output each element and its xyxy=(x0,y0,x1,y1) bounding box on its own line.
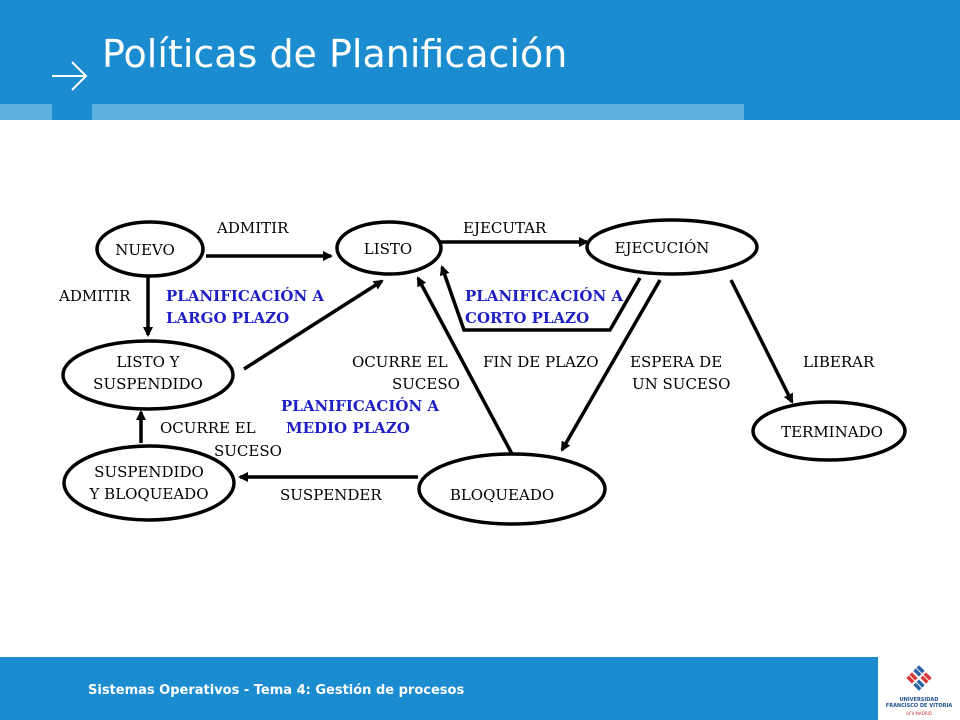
label-ocurre-suceso-left-2: SUCESO xyxy=(214,442,282,460)
state-listo: LISTO xyxy=(335,220,443,276)
ufv-logo-icon xyxy=(906,665,932,691)
state-listo-suspendido: LISTO Y SUSPENDIDO xyxy=(61,339,235,411)
state-suspendido-bloqueado-label-2: Y BLOQUEADO xyxy=(89,485,209,503)
label-ocurre-suceso-mid-2: SUCESO xyxy=(392,375,460,393)
state-listo-label: LISTO xyxy=(364,240,412,258)
header-accent-line-right xyxy=(92,104,744,120)
arrow-ejecucion-to-listo-fin-plazo xyxy=(439,265,642,332)
policy-medio-plazo-1: PLANIFICACIÓN A xyxy=(281,397,439,415)
label-ejecutar: EJECUTAR xyxy=(463,219,547,237)
state-bloqueado-label: BLOQUEADO xyxy=(450,486,554,504)
label-liberar: LIBERAR xyxy=(803,353,875,371)
label-suspender: SUSPENDER xyxy=(280,486,382,504)
university-logo: UNIVERSIDAD FRANCISCO DE VITORIA UFV MAD… xyxy=(878,657,960,720)
label-ocurre-suceso-mid-1: OCURRE EL xyxy=(352,353,448,371)
arrow-ejecucion-to-terminado xyxy=(729,279,794,404)
label-admitir-left: ADMITIR xyxy=(58,287,131,305)
state-nuevo: NUEVO xyxy=(95,220,205,278)
label-fin-de-plazo: FIN DE PLAZO xyxy=(483,353,599,371)
state-nuevo-label: NUEVO xyxy=(115,241,175,259)
policy-labels: PLANIFICACIÓN A LARGO PLAZO PLANIFICACIÓ… xyxy=(166,287,623,437)
policy-largo-plazo-2: LARGO PLAZO xyxy=(166,309,289,327)
arrow-right-icon xyxy=(52,61,88,91)
footer-text: Sistemas Operativos - Tema 4: Gestión de… xyxy=(88,683,465,698)
logo-name: UNIVERSIDAD FRANCISCO DE VITORIA xyxy=(885,697,953,709)
policy-corto-plazo-1: PLANIFICACIÓN A xyxy=(465,287,623,305)
label-espera-suceso-2: UN SUCESO xyxy=(632,375,730,393)
arrow-ejecucion-to-bloqueado xyxy=(560,279,662,452)
state-listo-suspendido-label-1: LISTO Y xyxy=(116,353,180,371)
footer-bar: Sistemas Operativos - Tema 4: Gestión de… xyxy=(0,657,960,720)
arrow-bloqueado-to-listo xyxy=(416,276,514,455)
header-bar: Políticas de Planificación xyxy=(0,0,960,120)
slide-content xyxy=(0,120,960,657)
state-terminado: TERMINADO xyxy=(751,400,907,462)
state-suspendido-bloqueado-label-1: SUSPENDIDO xyxy=(94,463,204,481)
policy-corto-plazo-2: CORTO PLAZO xyxy=(465,309,589,327)
logo-tagline: UFV MADRID xyxy=(906,711,932,716)
state-ejecucion-label: EJECUCIÓN xyxy=(615,239,710,257)
state-terminado-label: TERMINADO xyxy=(781,423,883,441)
label-admitir-top: ADMITIR xyxy=(216,219,289,237)
policy-medio-plazo-2: MEDIO PLAZO xyxy=(286,419,410,437)
page-title: Políticas de Planificación xyxy=(102,32,568,76)
policy-largo-plazo-1: PLANIFICACIÓN A xyxy=(166,287,324,305)
label-espera-suceso-1: ESPERA DE xyxy=(630,353,722,371)
header-accent-line-left xyxy=(0,104,52,120)
state-ejecucion: EJECUCIÓN xyxy=(585,218,759,276)
arrow-listo-suspendido-to-listo xyxy=(243,279,384,371)
state-listo-suspendido-label-2: SUSPENDIDO xyxy=(93,375,203,393)
label-ocurre-suceso-left-1: OCURRE EL xyxy=(160,419,256,437)
state-suspendido-bloqueado: SUSPENDIDO Y BLOQUEADO xyxy=(62,444,236,522)
state-bloqueado: BLOQUEADO xyxy=(417,452,607,526)
